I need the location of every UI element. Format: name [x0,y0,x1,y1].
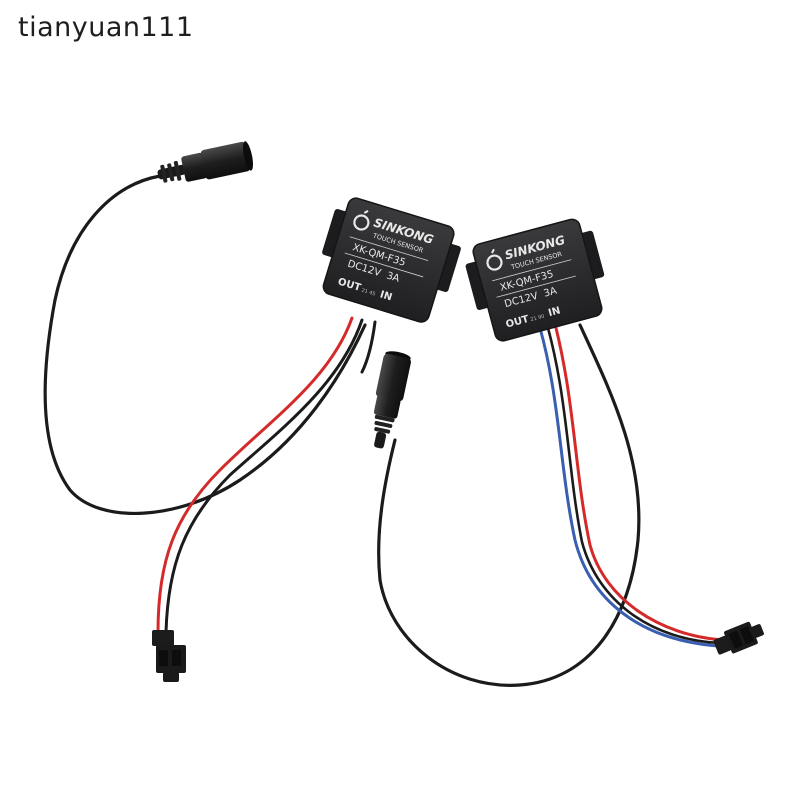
right-blue-wire [538,326,720,648]
right-red-wire [554,326,724,642]
left-code-label: 21 45 [361,288,376,298]
left-black-out-wire [164,318,364,634]
right-black-out-wire [546,326,722,645]
left-black-in-wire [360,320,377,374]
left-touch-sensor: SINKONG TOUCH SENSOR XK-QM-F35 DC12V 3A … [322,197,461,323]
left-jst-connector [152,630,186,682]
left-in-label: IN [379,289,394,303]
right-dc-jack [373,351,411,449]
watermark-text: tianyuan111 [18,12,194,43]
right-dc-cable [377,323,641,687]
left-dc-jack [157,141,253,183]
right-touch-sensor: SINKONG TOUCH SENSOR XK-QM-F35 DC12V 3A … [465,218,605,342]
left-dc-cable [43,174,367,515]
right-code-label: 21 90 [530,314,545,324]
left-red-wire [156,316,354,634]
right-jst-connector [713,621,764,655]
right-in-label: IN [547,305,562,319]
